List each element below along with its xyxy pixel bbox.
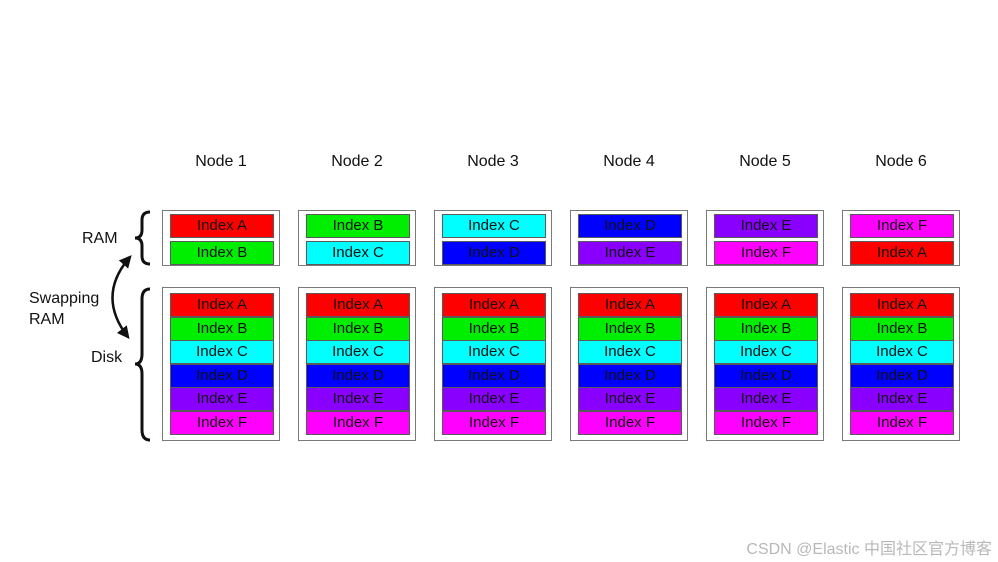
node-title: Node 1 [195, 153, 247, 170]
disk-index-cell: Index F [578, 411, 682, 435]
disk-index-cell: Index C [578, 340, 682, 365]
ram-index-cell: Index D [442, 241, 546, 265]
disk-index-cell: Index C [850, 340, 954, 365]
ram-box: Index F Index A [842, 210, 960, 266]
ram-index-cell: Index B [306, 214, 410, 238]
node-title: Node 2 [331, 153, 383, 170]
disk-index-cell: Index F [306, 411, 410, 435]
ram-index-cell: Index F [714, 241, 818, 265]
disk-index-cell: Index A [714, 293, 818, 317]
swapping-label-line1: Swapping [29, 290, 100, 307]
ram-box: Index D Index E [570, 210, 688, 266]
disk-index-cell: Index B [850, 316, 954, 341]
disk-index-cell: Index B [578, 316, 682, 341]
ram-box: Index A Index B [162, 210, 280, 266]
disk-index-cell: Index A [170, 293, 274, 317]
disk-index-cell: Index C [306, 340, 410, 365]
disk-index-cell: Index A [442, 293, 546, 317]
disk-index-cell: Index B [442, 316, 546, 341]
node-title: Node 3 [467, 153, 519, 170]
disk-label: Disk [91, 349, 123, 366]
disk-index-cell: Index E [442, 387, 546, 412]
disk-index-cell: Index C [714, 340, 818, 365]
disk-index-cell: Index A [306, 293, 410, 317]
disk-index-cell: Index D [442, 363, 546, 388]
ram-index-cell: Index C [442, 214, 546, 238]
disk-brace [134, 287, 151, 442]
disk-index-cell: Index B [306, 316, 410, 341]
disk-index-cell: Index E [714, 387, 818, 412]
ram-box: Index B Index C [298, 210, 416, 266]
ram-box: Index C Index D [434, 210, 552, 266]
disk-index-cell: Index D [306, 363, 410, 388]
disk-index-cell: Index D [850, 363, 954, 388]
disk-index-cell: Index A [850, 293, 954, 317]
ram-index-cell: Index E [578, 241, 682, 265]
disk-index-cell: Index F [850, 411, 954, 435]
disk-index-cell: Index C [442, 340, 546, 365]
ram-index-cell: Index B [170, 241, 274, 265]
ram-index-cell: Index E [714, 214, 818, 238]
disk-index-cell: Index D [578, 363, 682, 388]
swap-arrow [111, 255, 132, 339]
ram-box: Index E Index F [706, 210, 824, 266]
ram-index-cell: Index A [850, 241, 954, 265]
node-title: Node 4 [603, 153, 655, 170]
ram-label: RAM [82, 230, 118, 247]
ram-index-cell: Index C [306, 241, 410, 265]
node-title: Node 6 [875, 153, 927, 170]
disk-index-cell: Index E [578, 387, 682, 412]
ram-index-cell: Index A [170, 214, 274, 238]
disk-index-cell: Index C [170, 340, 274, 365]
swapping-label-line2: RAM [29, 311, 65, 328]
disk-index-cell: Index E [170, 387, 274, 412]
disk-index-cell: Index F [442, 411, 546, 435]
disk-index-cell: Index D [714, 363, 818, 388]
ram-index-cell: Index F [850, 214, 954, 238]
disk-index-cell: Index D [170, 363, 274, 388]
ram-index-cell: Index D [578, 214, 682, 238]
disk-index-cell: Index F [170, 411, 274, 435]
disk-index-cell: Index B [170, 316, 274, 341]
disk-index-cell: Index E [306, 387, 410, 412]
watermark: CSDN @Elastic 中国社区官方博客 [746, 541, 992, 558]
node-title: Node 5 [739, 153, 791, 170]
ram-brace [134, 210, 151, 266]
disk-index-cell: Index B [714, 316, 818, 341]
disk-index-cell: Index F [714, 411, 818, 435]
disk-index-cell: Index E [850, 387, 954, 412]
disk-index-cell: Index A [578, 293, 682, 317]
